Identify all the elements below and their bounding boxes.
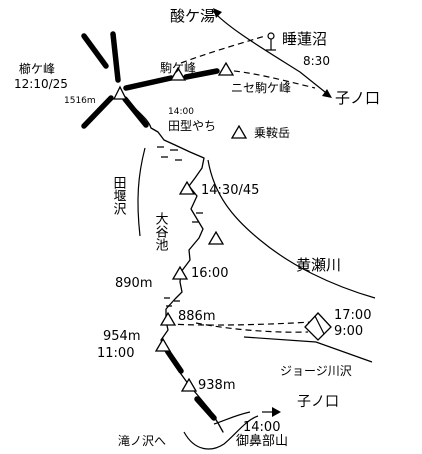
route-bold-1 [110,31,121,83]
label-tashirozawa: 田堰沢 [111,176,127,215]
label-938: 938m [198,378,235,393]
label-tashiro-yachi: 田型やち [168,119,216,133]
label-komagamine: 駒ケ峰 [160,61,196,75]
main-route [81,31,224,433]
label-kushigamine-time: 12:10/25 [14,77,68,91]
peaks [112,61,332,392]
route-bold-7 [165,349,184,374]
creek-kisegawa [207,159,376,299]
peak-1430 [178,180,196,195]
arrow-head-nenokuchi-upper [322,89,332,98]
label-suirenuma: 睡蓮沼 [282,30,327,48]
peak-1700-marker [304,312,332,341]
peak-886 [159,311,177,326]
peak-komagamine [169,66,187,81]
peak-kushigamine [112,85,128,100]
label-1100-time: 11:00 [97,346,134,361]
peak-1700-marker-stroke [314,315,325,335]
map-labels: 酸ケ湯 睡蓮沼 8:30 子ノ口 駒ケ峰 ニセ駒ケ峰 櫛ケ峰 12:10/25 … [14,7,380,449]
creek-joji [243,336,373,363]
trail-to-1700-alt [195,322,309,333]
route-bold-4 [81,95,114,129]
arrow-head-nenokuchi-lower [272,407,281,417]
label-nise-komagamine: ニセ駒ケ峰 [231,81,291,95]
label-tashiro-yachi-time: 14:00 [168,107,194,117]
peak-norikuradake [230,124,248,139]
label-890: 890m [115,276,152,291]
label-0900-time: 9:00 [334,324,363,339]
label-1700-time: 17:00 [334,308,371,323]
label-886: 886m [178,309,215,324]
creek-south-b [183,415,259,450]
label-nenokuchi-lower: 子ノ口 [297,394,339,410]
peak-taniike [207,230,225,245]
route-bold-3 [183,68,220,80]
side-trails [167,35,316,333]
label-1400-time: 14:00 [243,420,280,435]
trail-nise-komagamine [223,69,316,89]
label-suirenuma-time: 8:30 [303,54,330,68]
label-joji-kawazawa: ジョージ川沢 [280,364,352,378]
route-bold-2 [123,75,174,91]
peak-nise-komagamine [217,61,235,76]
route-bold-8 [194,396,217,421]
label-1600-time: 16:00 [191,266,228,281]
label-kushigamine: 櫛ケ峰 [19,62,55,76]
label-1430-time: 14:30/45 [201,183,259,198]
terrain-lines [137,8,376,450]
creek-south-c [213,411,251,425]
creek-tashiro [137,147,146,237]
label-sukayu: 酸ケ湯 [170,7,215,25]
label-takinosawa: 滝ノ沢へ [118,434,166,448]
label-norikuradake: 乗鞍岳 [254,125,290,140]
label-kushigamine-elev: 1516m [64,96,96,106]
peak-954 [154,337,172,352]
route-bold-6 [81,33,109,69]
label-kisegawa: 黄瀬川 [296,256,341,274]
label-taniike: 大谷池 [153,212,169,251]
label-nenokuchi-upper: 子ノ口 [335,89,380,107]
trail-to-suirenuma [180,35,266,64]
label-954: 954m [103,329,140,344]
route-bold-5 [122,96,149,128]
label-ohanabeyama: 御鼻部山 [236,433,288,449]
creek-sukayu [211,9,331,97]
trail-to-1700 [167,321,313,326]
peak-938 [180,377,198,392]
signpost-icon [266,32,276,51]
peak-1600 [171,265,189,280]
arrow-head-sukayu [213,8,222,18]
